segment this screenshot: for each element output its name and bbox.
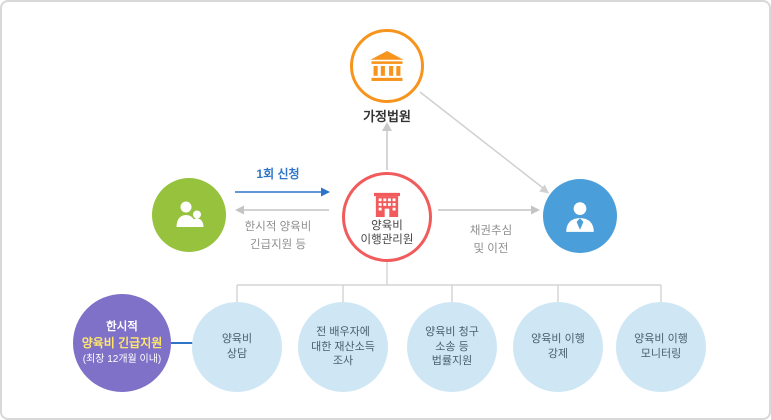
service-asset-investigation: 전 배우자에 대한 재산소득 조사 <box>298 302 388 392</box>
arrow-court-to-debtor <box>419 91 550 194</box>
person-icon <box>566 202 594 232</box>
debtor-node <box>543 179 617 253</box>
arrow-debt-collection <box>438 205 540 215</box>
family-court-label: 가정법원 <box>363 109 411 124</box>
debt-collection-label: 채권추심 및 이전 <box>469 225 513 256</box>
service-counseling: 양육비 상담 <box>192 302 282 392</box>
apply-once-label: 1회 신청 <box>256 167 300 181</box>
parent-child-icon <box>176 201 204 227</box>
service-tree-connector <box>236 261 662 302</box>
agency-label: 양육비 이행관리원 <box>360 219 414 246</box>
family-court-node <box>350 29 424 103</box>
bubble-line3: (최장 12개월 이내) <box>82 353 162 365</box>
parent-node <box>152 178 226 252</box>
emergency-support-bubble: 한시적 양육비 긴급지원 (최장 12개월 이내) <box>73 294 171 392</box>
arrow-apply-once <box>235 187 330 197</box>
courthouse-icon <box>370 50 404 81</box>
arrow-agency-to-court <box>382 122 392 170</box>
service-monitoring: 양육비 이행 모니터링 <box>616 302 706 392</box>
service-legal-support: 양육비 청구 소송 등 법률지원 <box>407 302 497 392</box>
bubble-line2: 양육비 긴급지원 <box>81 336 163 351</box>
temp-support-label: 한시적 양육비 긴급지원 등 <box>244 221 312 252</box>
service-enforcement: 양육비 이행 강제 <box>513 302 603 392</box>
bubble-line1: 한시적 <box>106 321 138 334</box>
arrow-temp-support <box>235 205 329 215</box>
agency-node: 양육비 이행관리원 <box>342 172 432 262</box>
building-icon <box>374 192 400 217</box>
